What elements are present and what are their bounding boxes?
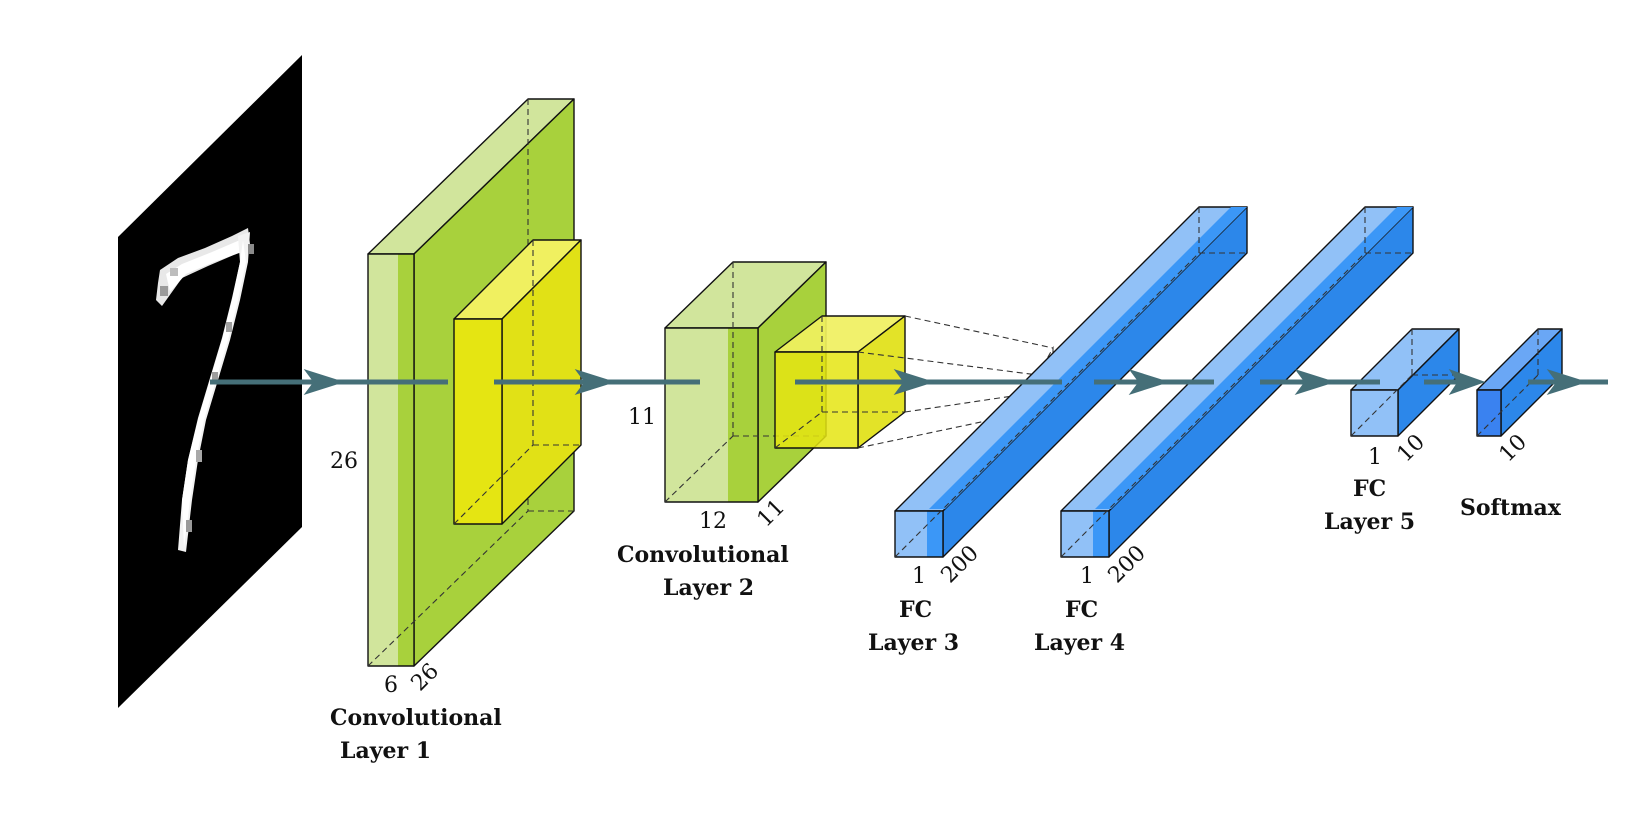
conv1-height-label: 26 — [330, 449, 358, 474]
softmax-layer: 10 Softmax — [1460, 328, 1563, 521]
fc4-front-light — [1061, 511, 1093, 557]
arrowhead-icon — [303, 369, 345, 395]
fc3-title-line1: FC — [899, 597, 932, 623]
fc3-front-light — [895, 511, 927, 557]
conv1-title-line2: Layer 1 — [340, 738, 431, 764]
conv2-front-dark — [728, 328, 758, 502]
arrowhead-icon — [1294, 369, 1336, 395]
conv1-depth-label: 6 — [384, 673, 398, 698]
conv2-front-light — [665, 328, 728, 502]
conv2-title-line2: Layer 2 — [663, 575, 754, 601]
fc3-depth-label: 1 — [912, 564, 926, 589]
fc5-depth-label: 1 — [1368, 445, 1382, 470]
fc4-front-dark — [1093, 511, 1109, 557]
conv1-front-light — [368, 254, 398, 666]
fc3-title-line2: Layer 3 — [868, 630, 959, 656]
conv2-title-line1: Convolutional — [617, 542, 789, 568]
digit-seven-icon — [156, 228, 254, 552]
fc4-depth-label: 1 — [1080, 564, 1094, 589]
arrowhead-icon — [574, 369, 616, 395]
fc-layer-5: 1 10 FC Layer 5 — [1324, 328, 1460, 535]
conv2-height-label: 11 — [628, 405, 656, 430]
arrowhead-icon — [1546, 369, 1588, 395]
fc3-front-dark — [927, 511, 943, 557]
softmax-front-face — [1476, 389, 1502, 437]
fc4-title-line1: FC — [1065, 597, 1098, 623]
arrowhead-icon — [1128, 369, 1170, 395]
fc5-title-line1: FC — [1353, 476, 1386, 502]
fc5-title-line2: Layer 5 — [1324, 509, 1415, 535]
arrowhead-icon — [1448, 369, 1486, 395]
conv1-title-line1: Convolutional — [330, 705, 502, 731]
conv-layer-1: 26 6 26 Convolutional Layer 1 — [330, 98, 582, 764]
softmax-title: Softmax — [1460, 495, 1562, 521]
conv1-front-dark — [398, 254, 414, 666]
fc4-title-line2: Layer 4 — [1034, 630, 1125, 656]
flow-arrows — [210, 369, 1608, 395]
arrowhead-icon — [893, 369, 935, 395]
conv2-depth-label: 12 — [699, 509, 727, 534]
